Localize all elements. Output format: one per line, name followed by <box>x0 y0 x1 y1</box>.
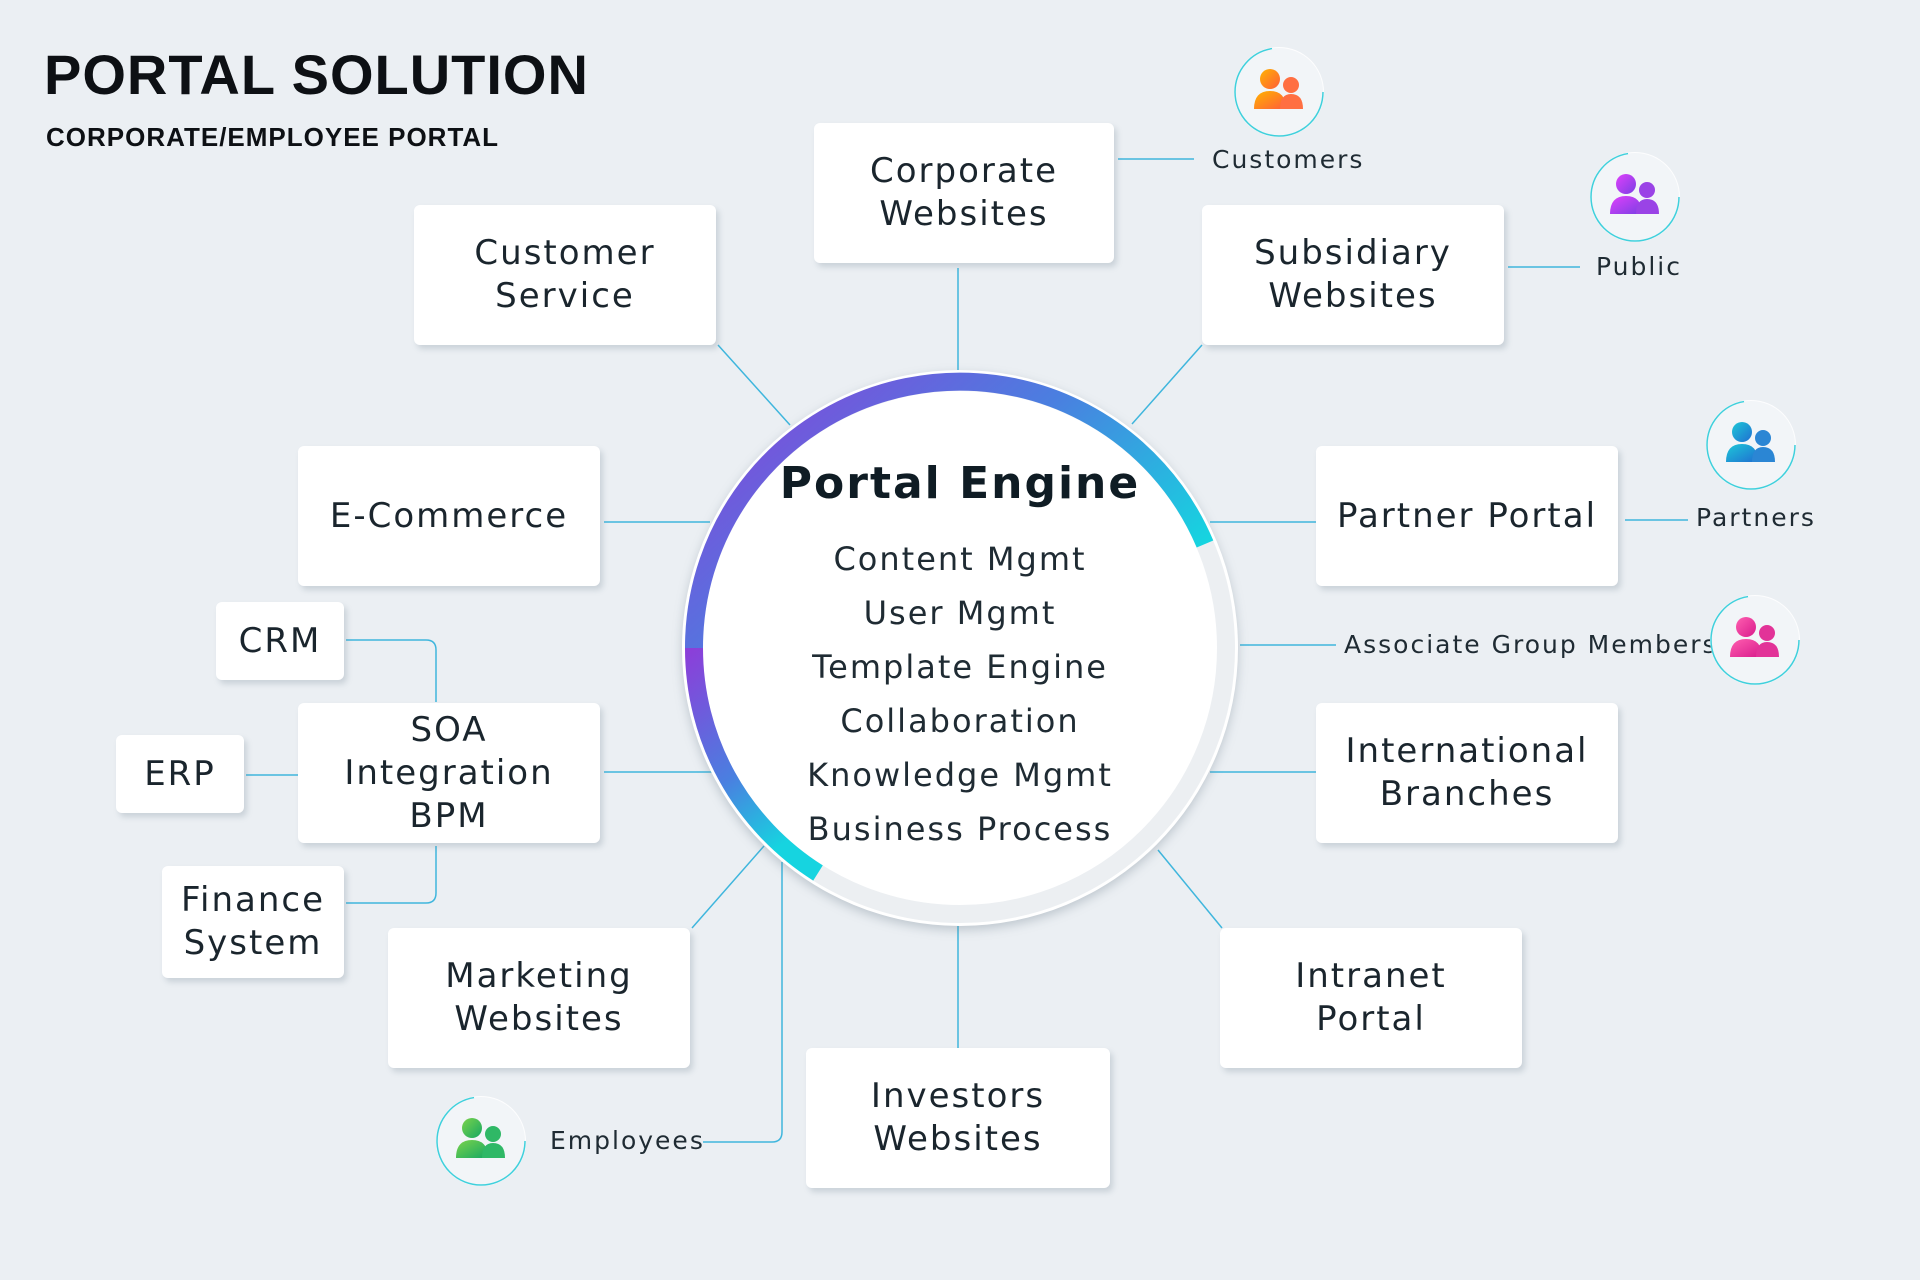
erp-box: ERP <box>116 735 244 813</box>
engine-capability-item: Knowledge Mgmt <box>807 756 1113 794</box>
engine-capability-item: Collaboration <box>840 702 1080 740</box>
investors-websites-box: Investors Websites <box>806 1048 1110 1188</box>
portal-engine-circle: Portal Engine Content Mgmt User Mgmt Tem… <box>682 370 1238 926</box>
soa-integration-box: SOA Integration BPM <box>298 703 600 843</box>
ecommerce-box: E-Commerce <box>298 446 600 586</box>
engine-title: Portal Engine <box>779 458 1141 509</box>
public-label: Public <box>1596 252 1682 281</box>
corporate-websites-box: Corporate Websites <box>814 123 1114 263</box>
engine-capability-item: Business Process <box>807 810 1113 848</box>
engine-capabilities-list: Content Mgmt User Mgmt Template Engine C… <box>682 532 1238 856</box>
engine-capability-item: Template Engine <box>812 648 1108 686</box>
employees-label: Employees <box>550 1126 705 1155</box>
customers-label: Customers <box>1212 145 1365 174</box>
customers-group-icon <box>1234 47 1324 137</box>
engine-capability-item: User Mgmt <box>863 594 1057 632</box>
partners-label: Partners <box>1696 503 1816 532</box>
page-subtitle: CORPORATE/EMPLOYEE PORTAL <box>46 122 500 152</box>
associate-group-icon <box>1710 595 1800 685</box>
public-group-icon <box>1590 152 1680 242</box>
international-branches-box: International Branches <box>1316 703 1618 843</box>
page-title: PORTAL SOLUTION <box>44 43 589 106</box>
subsidiary-websites-box: Subsidiary Websites <box>1202 205 1504 345</box>
customer-service-box: Customer Service <box>414 205 716 345</box>
finance-system-box: Finance System <box>162 866 344 978</box>
crm-box: CRM <box>216 602 344 680</box>
engine-capability-item: Content Mgmt <box>833 540 1087 578</box>
engine-ring <box>684 372 1235 923</box>
associate-group-members-label: Associate Group Members <box>1344 630 1718 659</box>
marketing-websites-box: Marketing Websites <box>388 928 690 1068</box>
partner-portal-box: Partner Portal <box>1316 446 1618 586</box>
partners-group-icon <box>1706 400 1796 490</box>
intranet-portal-box: Intranet Portal <box>1220 928 1522 1068</box>
employees-group-icon <box>436 1096 526 1186</box>
